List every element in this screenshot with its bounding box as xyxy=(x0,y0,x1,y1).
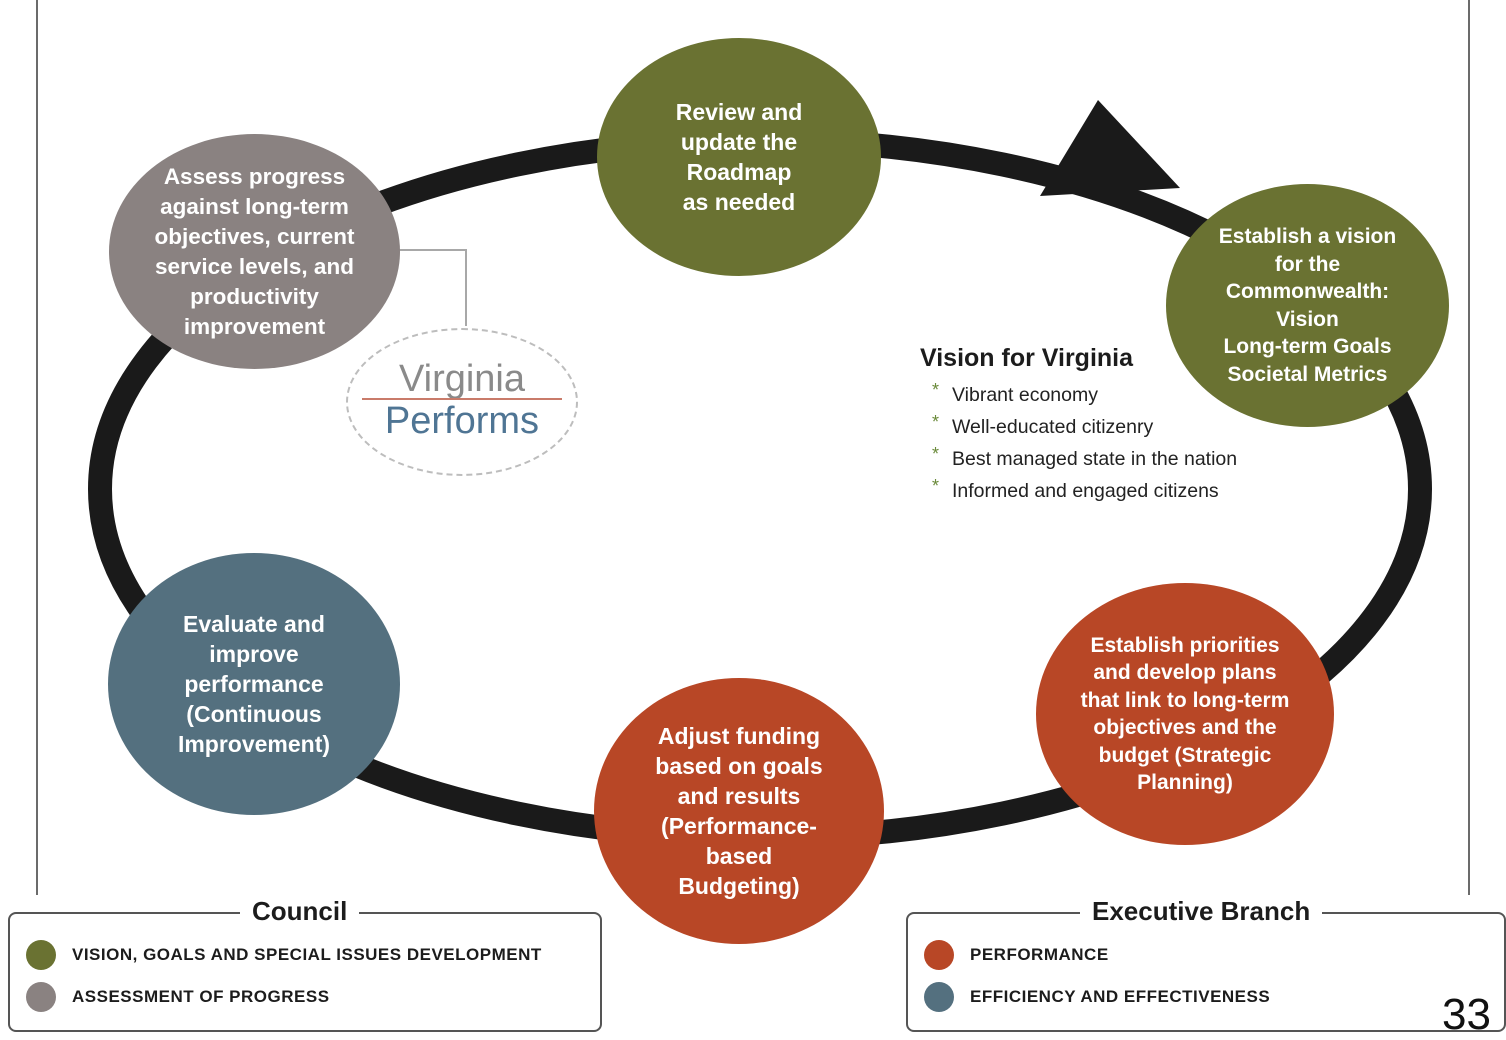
step-review-text: Review and update the Roadmap as needed xyxy=(675,99,803,215)
legend-dot-blue xyxy=(924,982,954,1012)
vision-for-virginia: Vision for Virginia *Vibrant economy *We… xyxy=(920,344,1340,507)
legend-item: ASSESSMENT OF PROGRESS xyxy=(26,982,330,1012)
step-adjust-funding: Adjust funding based on goals and result… xyxy=(594,678,884,944)
legend-label: ASSESSMENT OF PROGRESS xyxy=(72,987,330,1006)
legend-label: EFFICIENCY AND EFFECTIVENESS xyxy=(970,987,1271,1006)
legend-executive-branch: Executive Branch PERFORMANCE EFFICIENCY … xyxy=(906,896,1506,1032)
legend-dot-gray xyxy=(26,982,56,1012)
step-assess-text: Assess progress against long-term object… xyxy=(154,163,355,339)
legend-item: PERFORMANCE xyxy=(924,940,1109,970)
legend-item: VISION, GOALS AND SPECIAL ISSUES DEVELOP… xyxy=(26,940,542,970)
bullet-star-icon: * xyxy=(932,380,940,400)
bullet-star-icon: * xyxy=(932,412,940,432)
step-evaluate-text: Evaluate and improve performance (Contin… xyxy=(177,611,331,757)
logo-word-virginia: Virginia xyxy=(398,358,526,400)
right-frame-line xyxy=(1468,0,1470,895)
vision-item: *Well-educated citizenry xyxy=(920,411,1340,443)
legend-executive-title: Executive Branch xyxy=(1080,896,1323,927)
vision-title: Vision for Virginia xyxy=(920,344,1134,372)
step-adjust-text: Adjust funding based on goals and result… xyxy=(655,723,823,899)
page-number: 33 xyxy=(1442,990,1491,1039)
legend-council: Council VISION, GOALS AND SPECIAL ISSUES… xyxy=(8,896,602,1032)
legend-item: EFFICIENCY AND EFFECTIVENESS xyxy=(924,982,1270,1012)
vision-item: *Best managed state in the nation xyxy=(920,443,1340,475)
legend-label: VISION, GOALS AND SPECIAL ISSUES DEVELOP… xyxy=(72,945,542,964)
legend-dot-green xyxy=(26,940,56,970)
cycle-arrowhead xyxy=(1040,100,1180,196)
bullet-star-icon: * xyxy=(932,444,940,464)
vision-item: *Vibrant economy xyxy=(920,379,1340,411)
step-vision-text: Establish a vision for the Commonwealth:… xyxy=(1218,225,1397,386)
virginia-performs-logo: Virginia Performs xyxy=(346,328,578,476)
bullet-star-icon: * xyxy=(932,476,940,496)
step-priorities-text: Establish priorities and develop plans t… xyxy=(1080,633,1290,795)
logo-connector-arrow xyxy=(384,249,467,326)
step-establish-priorities: Establish priorities and develop plans t… xyxy=(1036,583,1334,845)
vision-item: *Informed and engaged citizens xyxy=(920,475,1340,507)
step-establish-vision: Establish a vision for the Commonwealth:… xyxy=(1166,184,1449,427)
step-review-roadmap: Review and update the Roadmap as needed xyxy=(597,38,881,276)
logo-rule xyxy=(362,398,562,400)
left-frame-line xyxy=(36,0,38,895)
step-evaluate-improve: Evaluate and improve performance (Contin… xyxy=(108,553,400,815)
vision-list: *Vibrant economy *Well-educated citizenr… xyxy=(920,379,1340,507)
logo-word-performs: Performs xyxy=(384,400,540,442)
legend-council-title: Council xyxy=(240,896,360,927)
step-assess-progress: Assess progress against long-term object… xyxy=(109,134,400,369)
legend-dot-red xyxy=(924,940,954,970)
legend-label: PERFORMANCE xyxy=(970,945,1109,964)
